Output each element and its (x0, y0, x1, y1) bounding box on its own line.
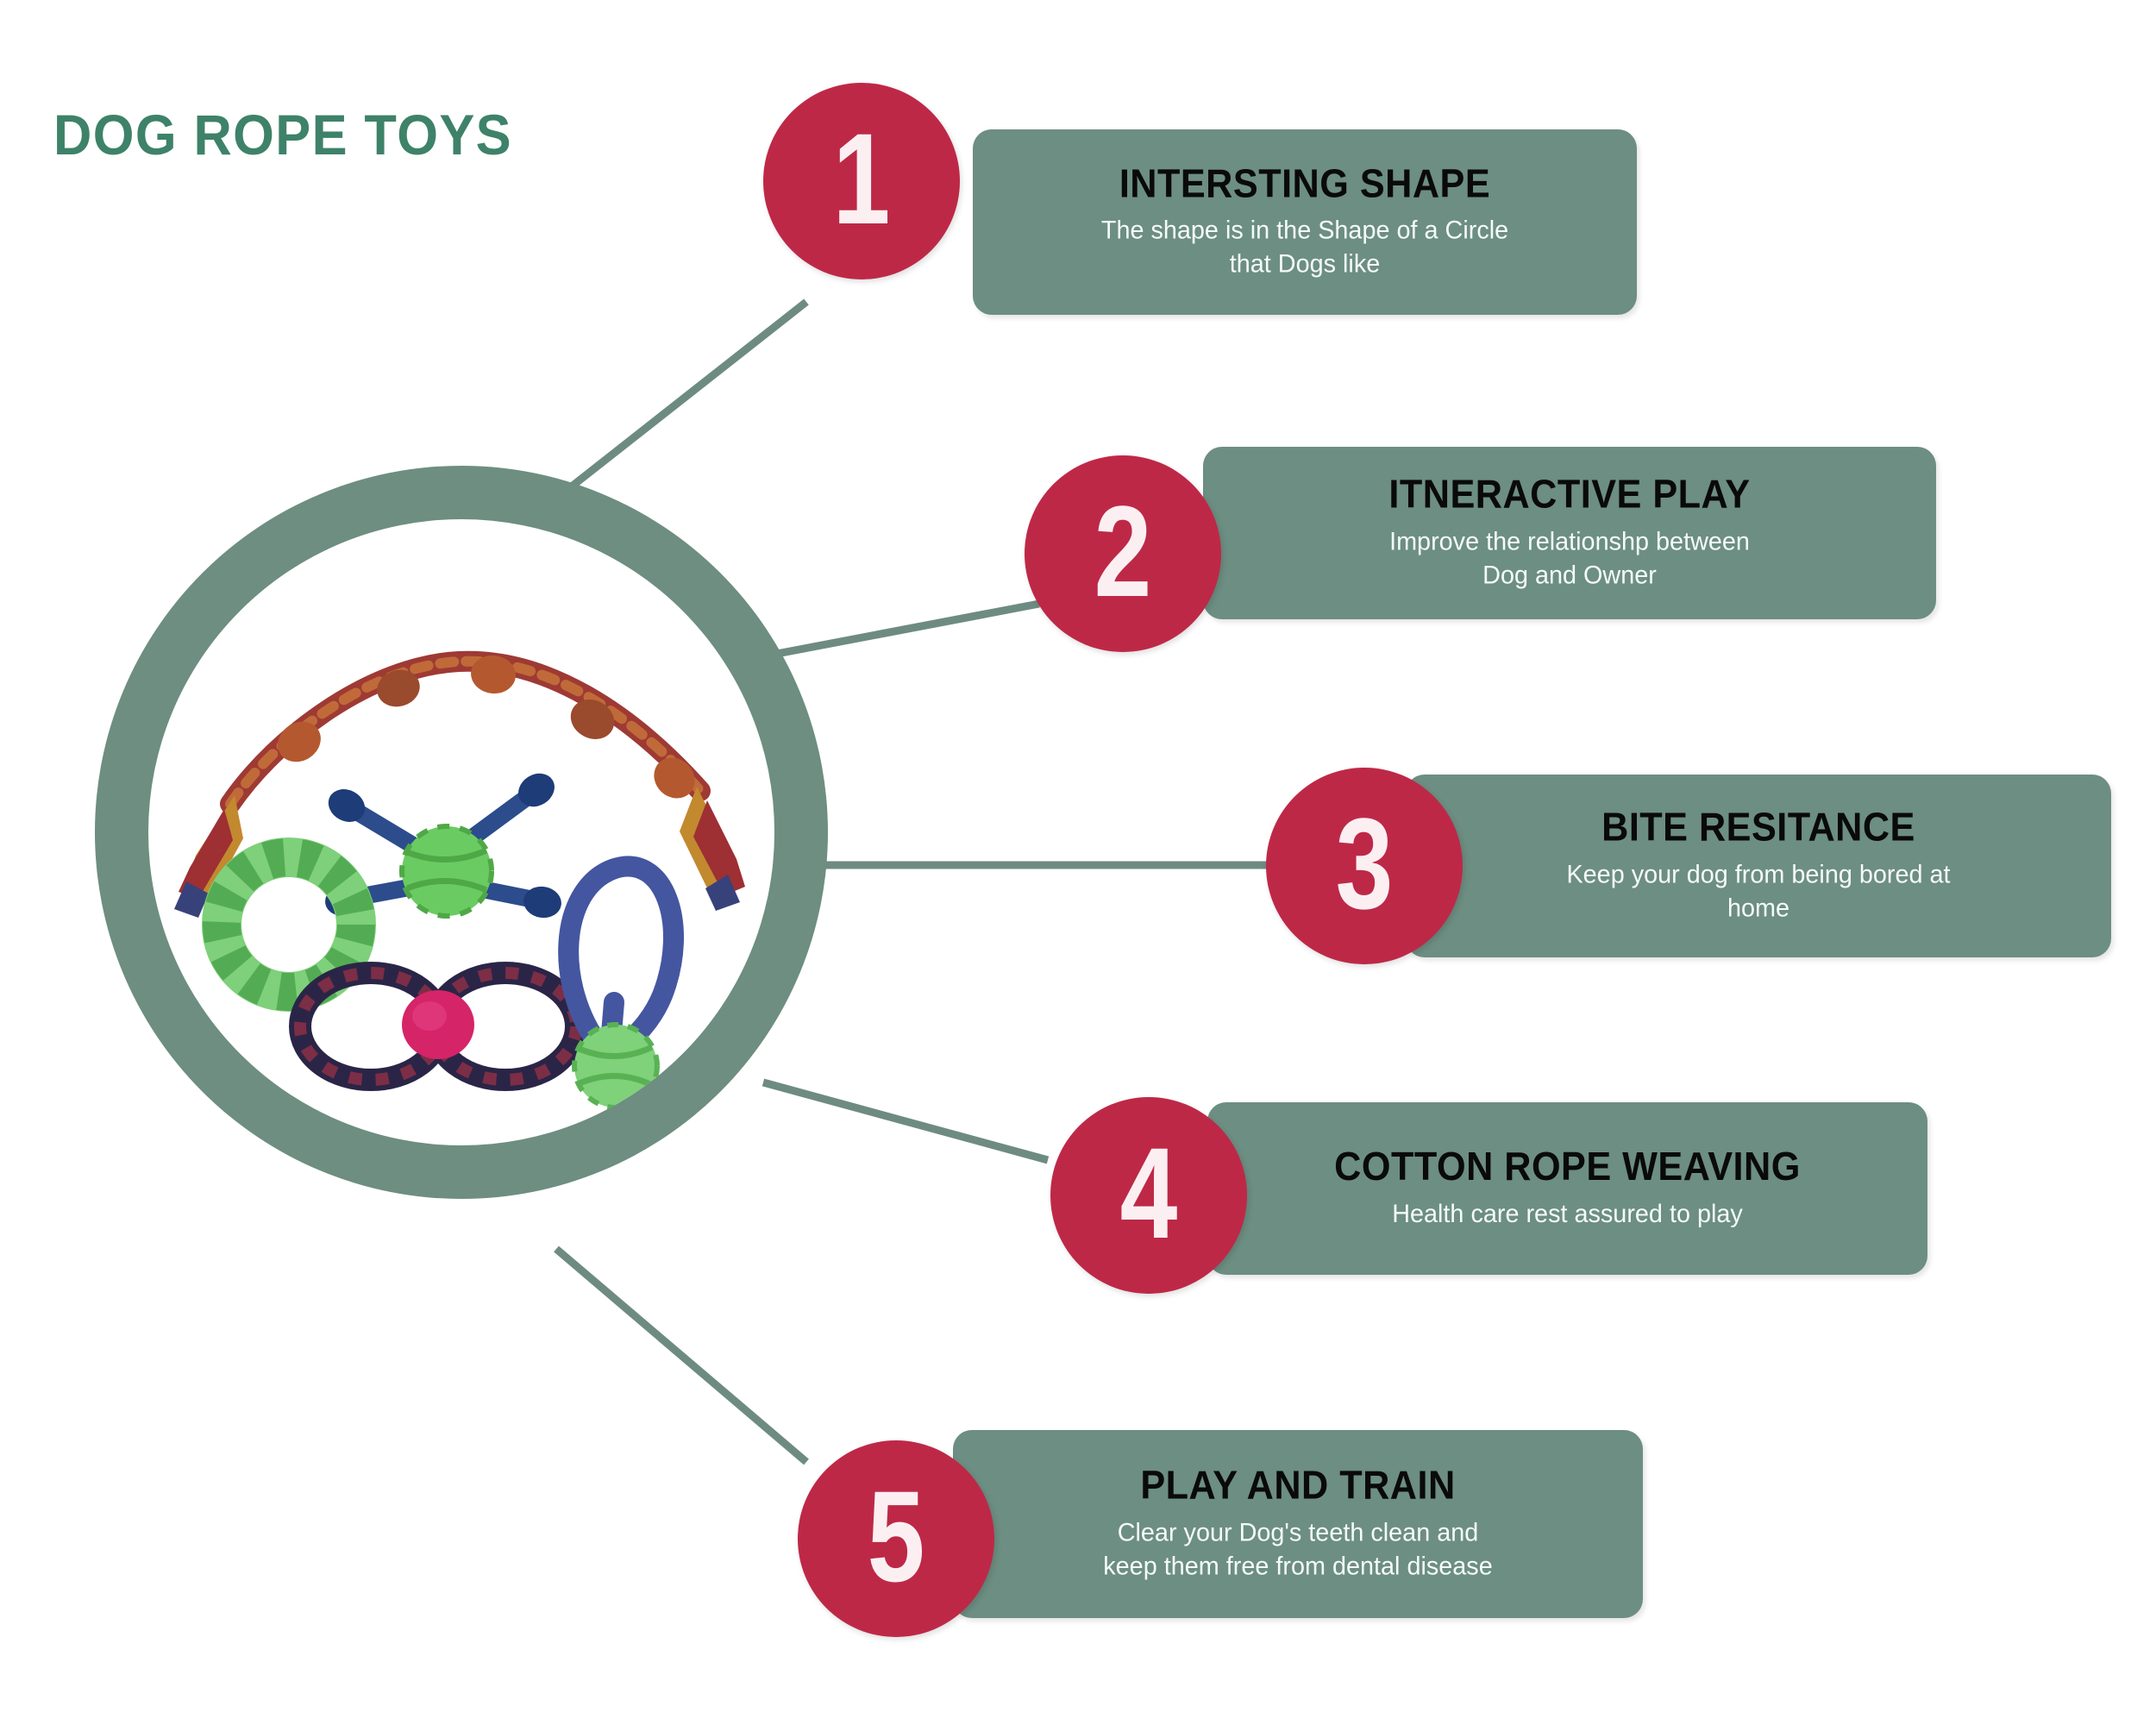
feature-heading-4: COTTON ROPE WEAVING (1334, 1144, 1801, 1189)
step-number-4: 4 (1119, 1120, 1178, 1265)
step-number-2: 2 (1094, 479, 1152, 624)
hub-circle (95, 466, 828, 1199)
feature-box-3[interactable]: BITE RESITANCE Keep your dog from being … (1406, 775, 2111, 957)
step-badge-5[interactable]: 5 (798, 1440, 994, 1637)
connector-line-1 (554, 298, 809, 502)
feature-subtext-1-line-1: The shape is in the Shape of a Circle (1100, 216, 1509, 245)
figure-eight-rope-pink-ball-toy (289, 962, 587, 1091)
feature-heading-3: BITE RESITANCE (1601, 804, 1915, 850)
hub-image-area (148, 519, 774, 1145)
feature-box-1[interactable]: INTERSTING SHAPE The shape is in the Sha… (973, 129, 1637, 315)
step-badge-4[interactable]: 4 (1050, 1097, 1247, 1294)
step-number-3: 3 (1335, 791, 1394, 936)
feature-subtext-3-line-1: Keep your dog from being bored at (1566, 860, 1951, 889)
feature-subtext-5-line-2: keep them free from dental disease (1103, 1552, 1493, 1581)
feature-box-4[interactable]: COTTON ROPE WEAVING Health care rest ass… (1207, 1102, 1927, 1275)
feature-subtext-3-line-2: home (1727, 894, 1790, 923)
feature-heading-5: PLAY AND TRAIN (1140, 1462, 1456, 1508)
step-badge-3[interactable]: 3 (1266, 768, 1463, 964)
feature-box-5[interactable]: PLAY AND TRAIN Clear your Dog's teeth cl… (953, 1430, 1643, 1618)
connector-line-5 (554, 1245, 809, 1465)
page-title: DOG ROPE TOYS (53, 103, 513, 166)
connector-line-2 (767, 599, 1040, 660)
feature-subtext-2-line-1: Improve the relationshp between (1389, 527, 1750, 556)
feature-subtext-1-line-2: that Dogs like (1229, 249, 1381, 279)
knotted-rope-toy (174, 650, 745, 918)
step-number-5: 5 (867, 1464, 925, 1609)
step-number-1: 1 (832, 106, 891, 251)
connector-line-4 (761, 1078, 1050, 1164)
feature-heading-2: ITNERACTIVE PLAY (1388, 471, 1751, 517)
dog-rope-toys-photo (174, 650, 745, 1110)
feature-subtext-2-line-2: Dog and Owner (1482, 561, 1657, 590)
step-badge-1[interactable]: 1 (763, 83, 960, 279)
blue-loop-green-ball-toy (558, 856, 684, 1110)
feature-subtext-4-line-1: Health care rest assured to play (1392, 1199, 1743, 1228)
green-ball-rope-arms-toy (325, 773, 561, 919)
step-badge-2[interactable]: 2 (1025, 455, 1221, 652)
feature-heading-1: INTERSTING SHAPE (1119, 160, 1491, 206)
feature-subtext-5-line-1: Clear your Dog's teeth clean and (1117, 1518, 1479, 1547)
feature-box-2[interactable]: ITNERACTIVE PLAY Improve the relationshp… (1203, 447, 1936, 619)
green-rope-ring-toy (202, 837, 376, 1012)
